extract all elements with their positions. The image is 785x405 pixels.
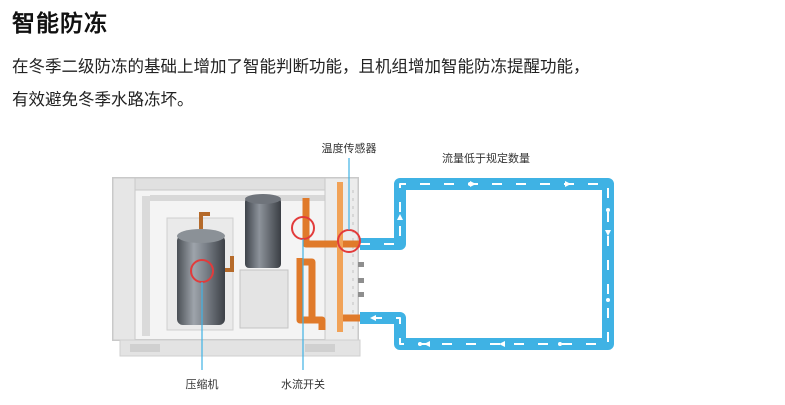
vertical-pipe	[337, 182, 343, 332]
compressor-label: 压缩机	[186, 377, 219, 391]
connection-ports	[358, 262, 364, 297]
description-line-2: 有效避免冬季水路冻坏。	[12, 90, 194, 109]
flow-arrows	[370, 181, 611, 347]
compressor-tank	[166, 212, 234, 331]
water-piping	[296, 198, 360, 330]
water-flow-switch-label: 水流开关	[281, 377, 325, 391]
feature-description: 在冬季二级防冻的基础上增加了智能判断功能，且机组增加智能防冻提醒功能， 有效避免…	[12, 50, 782, 116]
unit-cabinet	[112, 177, 361, 357]
leader-lines	[201, 158, 350, 370]
low-flow-label: 流量低于规定数量	[442, 151, 530, 165]
page-title: 智能防冻	[12, 11, 108, 37]
accumulator	[239, 194, 289, 329]
temp-sensor-label: 温度传感器	[322, 141, 377, 155]
description-line-1: 在冬季二级防冻的基础上增加了智能判断功能，且机组增加智能防冻提醒功能，	[12, 57, 590, 76]
external-water-loop	[360, 178, 614, 350]
